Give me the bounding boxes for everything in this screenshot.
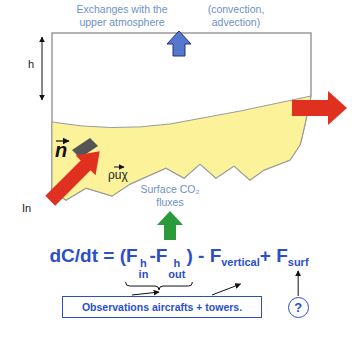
surface-flux-arrow (157, 211, 183, 240)
leader-arrow (298, 271, 299, 296)
equation-subscript: surf (288, 256, 309, 268)
equation-subscript: in (139, 269, 149, 281)
velocity-vector-arrow (114, 167, 124, 168)
equation-superscript: h (139, 258, 149, 270)
leader-arrow (212, 284, 241, 295)
equation-subscript: vertical (221, 256, 260, 268)
equation-superscript: h (168, 258, 185, 270)
equation-subscript: out (168, 269, 185, 281)
question-circle: ? (288, 297, 309, 318)
flux-label: Surface CO₂ fluxes (126, 183, 214, 208)
leader-arrow (132, 292, 159, 295)
box-text: Observations aircrafts + towers. (82, 301, 242, 313)
flux-label: ρuχ (108, 168, 128, 182)
equation-term: ) - F (186, 245, 221, 266)
vector-label: n (55, 138, 67, 162)
equation-term: + F (260, 245, 288, 266)
boundary-layer-box (52, 33, 311, 200)
annotation-text: Exchanges with the upper atmosphere (68, 3, 176, 28)
equation-term: dC/dt = (F (49, 245, 137, 266)
dimension-label: h (28, 58, 34, 71)
equation-term: -F (149, 245, 167, 266)
equation-measure: dC/dt = (Fhin-Fhout) - Fvertical+ Fsurf (49, 245, 308, 266)
height-arrow (42, 37, 43, 100)
outflow-arrow (292, 91, 347, 125)
inflow-label: In (22, 202, 31, 215)
circle-text: ? (294, 300, 302, 315)
observation-box: Observations aircrafts + towers. (62, 296, 262, 318)
annotation-text: (convection, advection) (190, 3, 282, 28)
inflow-arrow (40, 141, 109, 210)
equation-index-stack: hin (139, 258, 149, 281)
vertical-exchange-arrow (167, 31, 191, 56)
brace (126, 282, 193, 290)
budget-equation: dC/dt = (Fhin-Fhout) - Fvertical+ Fsurf (0, 244, 358, 281)
equation-index-stack: hout (168, 258, 185, 281)
